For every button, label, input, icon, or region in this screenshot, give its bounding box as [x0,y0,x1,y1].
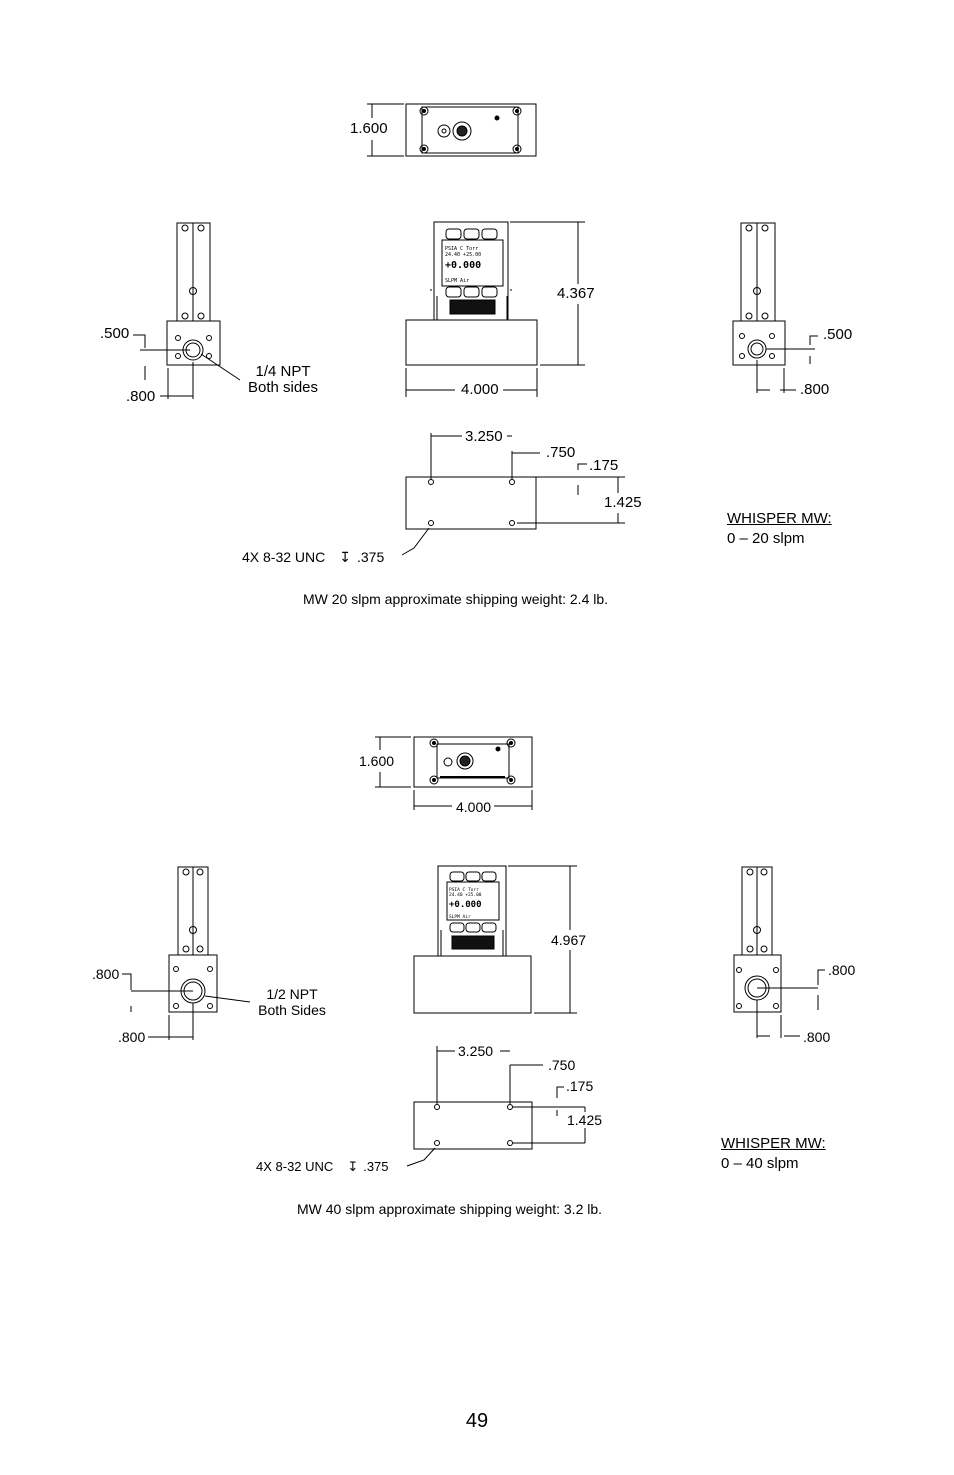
model-title-40: WHISPER MW: [721,1135,826,1152]
top-view-20 [367,103,537,157]
dim-bolt-depth-40: 1.425 [567,1112,603,1128]
depth-symbol-icon: ↧ [339,549,351,565]
model-range-20: 0 – 20 slpm [727,530,805,547]
svg-text:24.40 +25.00: 24.40 +25.00 [445,252,481,258]
thread-depth-40: .375 [363,1159,389,1174]
thread-note-20: 4X 8-32 UNC ↧ .375 [242,549,384,565]
port-note-line-2: Both sides [247,379,319,396]
dim-left-port-v-40: .800 [92,966,120,982]
svg-text:PSIA C Torr: PSIA C Torr [449,887,479,893]
dim-front-height-20: 4.367 [557,285,595,302]
bottom-view-40 [406,1046,586,1167]
port-note-line-1: 1/2 NPT [266,986,318,1002]
dim-bolt-span-20: 3.250 [465,428,503,445]
thread-depth-20: .375 [357,549,385,565]
weight-note-40: MW 40 slpm approximate shipping weight: … [297,1201,603,1217]
dim-bolt-edge-20: .175 [589,457,619,474]
weight-note-20: MW 20 slpm approximate shipping weight: … [303,591,609,607]
dim-left-port-h-20: .800 [126,388,156,405]
dim-left-port-v-20: .500 [100,325,130,342]
dim-right-port-h-40: .800 [803,1029,831,1045]
port-note-line-1: 1/4 NPT [255,363,311,380]
dim-right-port-v-40: .800 [828,962,856,978]
dim-right-port-v-20: .500 [823,326,853,343]
depth-symbol-icon: ↧ [347,1159,359,1174]
dim-bolt-offset-40: .750 [548,1057,576,1073]
thread-note-40: 4X 8-32 UNC ↧ .375 [256,1159,389,1175]
model-block-20: WHISPER MW: 0 – 20 slpm [727,511,832,547]
left-side-view-20 [133,222,241,399]
thread-spec-20: 4X 8-32 UNC [242,549,326,565]
dim-top-height-20: 1.600 [350,120,388,137]
right-side-view-20 [732,222,818,393]
dim-front-height-40: 4.967 [551,932,587,948]
model-title-20: WHISPER MW: [727,510,832,527]
right-side-view-40 [733,866,825,1038]
page-number: 49 [465,1410,489,1432]
model-block-40: WHISPER MW: 0 – 40 slpm [721,1136,826,1172]
front-view-20 [405,221,585,397]
bottom-view-20 [401,433,625,556]
dim-top-width-40: 4.000 [456,799,492,815]
thread-spec-40: 4X 8-32 UNC [256,1159,334,1174]
dim-front-width-20: 4.000 [461,381,499,398]
port-note-40: 1/2 NPT Both Sides [252,986,332,1018]
left-side-view-40 [122,866,251,1040]
port-note-20: 1/4 NPT Both sides [240,364,326,396]
display-40: PSIA C Torr 24.40 +25.00 +0.000 SLPM Air [449,887,482,920]
front-view-40 [413,865,577,1014]
dim-top-height-40: 1.600 [359,753,395,769]
dim-bolt-depth-20: 1.425 [604,494,642,511]
svg-text:SLPM Air: SLPM Air [445,278,469,284]
dim-bolt-edge-40: .175 [566,1078,594,1094]
model-range-40: 0 – 40 slpm [721,1155,799,1172]
display-reading-40: +0.000 [449,900,482,910]
dim-right-port-h-20: .800 [800,381,830,398]
dim-left-port-h-40: .800 [118,1029,146,1045]
display-20: PSIA C Torr 24.40 +25.00 +0.000 SLPM Air [445,246,481,284]
svg-text:24.40 +25.00: 24.40 +25.00 [449,892,482,898]
display-reading-20: +0.000 [445,260,481,271]
dim-bolt-offset-20: .750 [546,444,576,461]
dim-bolt-span-40: 3.250 [458,1043,494,1059]
svg-text:PSIA C Torr: PSIA C Torr [445,246,478,252]
top-view-40 [375,736,533,810]
svg-text:SLPM Air: SLPM Air [449,914,471,920]
port-note-line-2: Both Sides [258,1002,326,1018]
